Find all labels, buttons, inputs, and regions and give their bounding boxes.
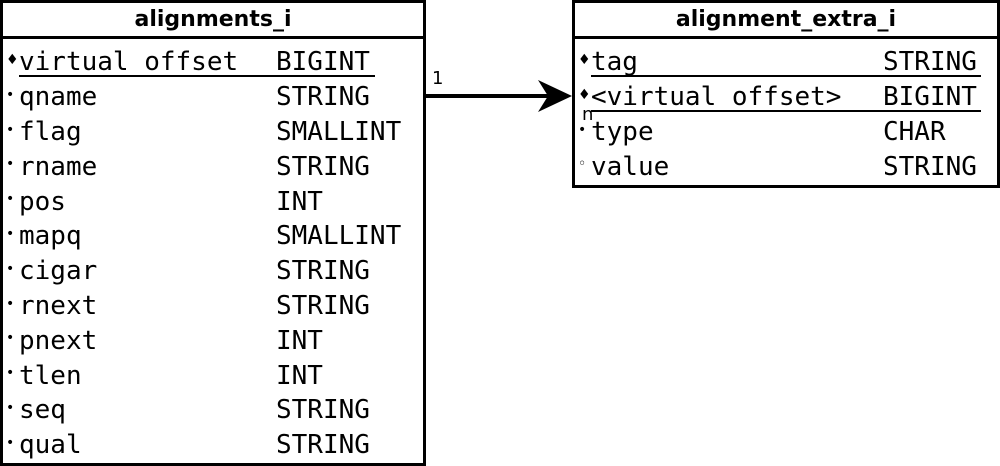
attribute-name: qname (19, 82, 98, 113)
attribute-name: tlen (19, 360, 82, 391)
attribute-name: tag (591, 47, 638, 78)
attribute-type: INT (276, 325, 323, 356)
attribute-type: INT (276, 186, 323, 217)
attribute-marker-icon: • (6, 225, 15, 242)
attribute-name: pos (19, 186, 66, 217)
attribute-name: rname (19, 151, 98, 182)
attribute-name: type (591, 116, 654, 147)
attribute-name: <virtual_offset> (591, 82, 842, 113)
primary-key-underline (591, 74, 981, 77)
attribute-marker-icon: • (6, 156, 15, 173)
attribute-type: INT (276, 360, 323, 391)
attribute-type: CHAR (883, 116, 946, 147)
attribute-marker-icon: • (6, 191, 15, 208)
attribute-row: •qname STRING (3, 80, 423, 115)
primary-key-underline (591, 109, 981, 112)
attribute-row: ♦<virtual_offset> BIGINT (575, 80, 997, 115)
arrow-head-icon (538, 80, 572, 112)
attribute-row: •seq STRING (3, 393, 423, 428)
attribute-marker-icon: • (6, 330, 15, 347)
attribute-type: STRING (276, 395, 370, 426)
cardinality-one-label: 1 (432, 68, 444, 89)
attribute-type: STRING (276, 151, 370, 182)
attribute-type: BIGINT (883, 82, 977, 113)
attribute-name: value (591, 151, 670, 182)
attribute-name: flag (19, 116, 82, 147)
attribute-name: pnext (19, 325, 98, 356)
attribute-name: rnext (19, 290, 98, 321)
attribute-type: BIGINT (276, 47, 370, 78)
attribute-type: STRING (276, 430, 370, 461)
attribute-row: •qual STRING (3, 428, 423, 463)
attribute-name: cigar (19, 256, 98, 287)
attribute-marker-icon: ◦ (578, 156, 587, 173)
attribute-marker-icon: • (6, 399, 15, 416)
entity-title: alignment_extra_i (575, 3, 997, 39)
key-marker-icon: ♦ (578, 52, 591, 68)
key-marker-icon: ♦ (6, 52, 19, 68)
attribute-marker-icon: • (6, 295, 15, 312)
attribute-row: ◦value STRING (575, 149, 997, 184)
key-marker-icon: ♦ (578, 86, 591, 103)
attribute-row: •pnext INT (3, 323, 423, 358)
attribute-type: STRING (276, 82, 370, 113)
attribute-type: SMALLINT (276, 221, 402, 252)
cardinality-many-label: n (582, 104, 594, 125)
attribute-type: STRING (276, 290, 370, 321)
attribute-row: •cigar STRING (3, 254, 423, 289)
primary-key-underline (19, 74, 375, 77)
attribute-row: •tlen INT (3, 358, 423, 393)
attribute-marker-icon: • (6, 86, 15, 103)
attribute-name: seq (19, 395, 66, 426)
attribute-row: •rname STRING (3, 149, 423, 184)
attribute-row: •pos INT (3, 184, 423, 219)
attribute-marker-icon: • (578, 121, 587, 138)
attribute-row: •mapq SMALLINT (3, 219, 423, 254)
attribute-type: STRING (276, 256, 370, 287)
attribute-marker-icon: • (6, 260, 15, 277)
attribute-row: •rnext STRING (3, 289, 423, 324)
attribute-type: STRING (883, 151, 977, 182)
attribute-type: SMALLINT (276, 116, 402, 147)
attribute-row: •flag SMALLINT (3, 115, 423, 150)
attribute-type: STRING (883, 47, 977, 78)
entity-title: alignments_i (3, 3, 423, 39)
attribute-row: ♦tag STRING (575, 45, 997, 80)
attribute-name: mapq (19, 221, 82, 252)
attribute-marker-icon: • (6, 121, 15, 138)
attribute-marker-icon: • (6, 434, 15, 451)
attribute-name: qual (19, 430, 82, 461)
attribute-row: ♦virtual_offset BIGINT (3, 45, 423, 80)
attribute-name: virtual_offset (19, 47, 239, 78)
attribute-marker-icon: • (6, 365, 15, 382)
attribute-row: •type CHAR (575, 115, 997, 150)
